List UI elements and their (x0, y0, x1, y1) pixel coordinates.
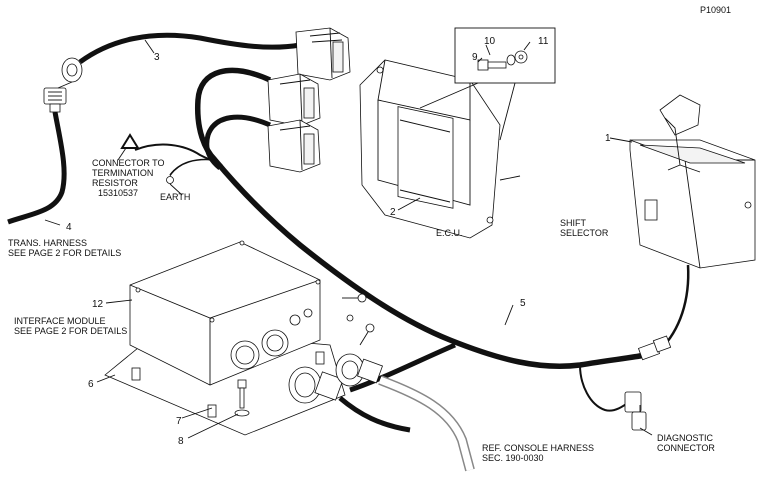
svg-text:SEC. 190-0030: SEC. 190-0030 (482, 453, 544, 463)
standoff (131, 367, 141, 381)
shift-selector (629, 94, 756, 269)
svg-text:REF. CONSOLE HARNESS: REF. CONSOLE HARNESS (482, 443, 594, 453)
diagnostic-connector-label: DIAGNOSTIC CONNECTOR (657, 433, 715, 453)
callout-7: 7 (176, 416, 182, 427)
leader-lines (44, 39, 653, 439)
keys (342, 293, 375, 346)
trans-harness-label: TRANS. HARNESS SEE PAGE 2 FOR DETAILS (8, 238, 121, 258)
lock-washer (506, 54, 516, 66)
callout-10: 10 (484, 36, 496, 47)
callout-6: 6 (88, 379, 94, 390)
earth-terminal (166, 169, 175, 184)
hardware-detail-box (419, 27, 556, 141)
shift-lever-knob (659, 94, 701, 136)
callout-1: 1 (605, 133, 611, 144)
shift-cable-connector (637, 335, 672, 361)
console-harness-label: REF. CONSOLE HARNESS SEC. 190-0030 (482, 443, 594, 463)
bolt (477, 59, 507, 71)
mounting-bolt (234, 379, 250, 417)
shift-selector-label: SHIFT SELECTOR (560, 218, 609, 238)
svg-text:DIAGNOSTIC: DIAGNOSTIC (657, 433, 714, 443)
callout-3: 3 (154, 52, 160, 63)
standoff (207, 404, 217, 418)
svg-text:CONNECTOR TO: CONNECTOR TO (92, 158, 165, 168)
ecu-plug-top (295, 27, 351, 81)
console-harness-connectors (288, 353, 475, 472)
mounting-washer (234, 409, 250, 417)
svg-text:SEE PAGE 2 FOR DETAILS: SEE PAGE 2 FOR DETAILS (8, 248, 121, 258)
connector-label: CONNECTOR TO TERMINATION RESISTOR 153105… (92, 158, 165, 198)
standoff (315, 351, 325, 365)
callout-2: 2 (390, 207, 396, 218)
svg-text:CONNECTOR: CONNECTOR (657, 443, 715, 453)
callout-11: 11 (538, 36, 549, 47)
trans-harness-connector (43, 57, 83, 113)
svg-text:SHIFT: SHIFT (560, 218, 587, 228)
figure-id: P10901 (700, 5, 731, 15)
svg-text:SEE PAGE 2 FOR DETAILS: SEE PAGE 2 FOR DETAILS (14, 326, 127, 336)
diagnostic-connector (624, 391, 647, 431)
interface-module-label: INTERFACE MODULE SEE PAGE 2 FOR DETAILS (14, 316, 127, 336)
callout-numbers: 1 2 3 4 5 6 7 8 9 10 11 12 (66, 36, 611, 447)
svg-text:RESISTOR: RESISTOR (92, 178, 138, 188)
termination-resistor (120, 133, 140, 149)
text-labels: CONNECTOR TO TERMINATION RESISTOR 153105… (8, 158, 715, 463)
callout-12: 12 (92, 299, 104, 310)
callout-9: 9 (472, 52, 478, 63)
ecu-module (359, 59, 521, 239)
svg-text:INTERFACE MODULE: INTERFACE MODULE (14, 316, 106, 326)
svg-text:TRANS. HARNESS: TRANS. HARNESS (8, 238, 87, 248)
svg-text:SELECTOR: SELECTOR (560, 228, 609, 238)
interface-module (104, 240, 346, 436)
earth-label: EARTH (160, 192, 190, 202)
svg-text:15310537: 15310537 (98, 188, 138, 198)
main-harness (7, 32, 690, 412)
callout-8: 8 (178, 436, 184, 447)
ecu-plug-middle (267, 73, 321, 127)
ecu-plug-bottom (267, 119, 321, 173)
callout-5: 5 (520, 298, 526, 309)
ecu-label: E.C.U. (436, 228, 463, 238)
svg-text:TERMINATION: TERMINATION (92, 168, 153, 178)
callout-4: 4 (66, 222, 72, 233)
